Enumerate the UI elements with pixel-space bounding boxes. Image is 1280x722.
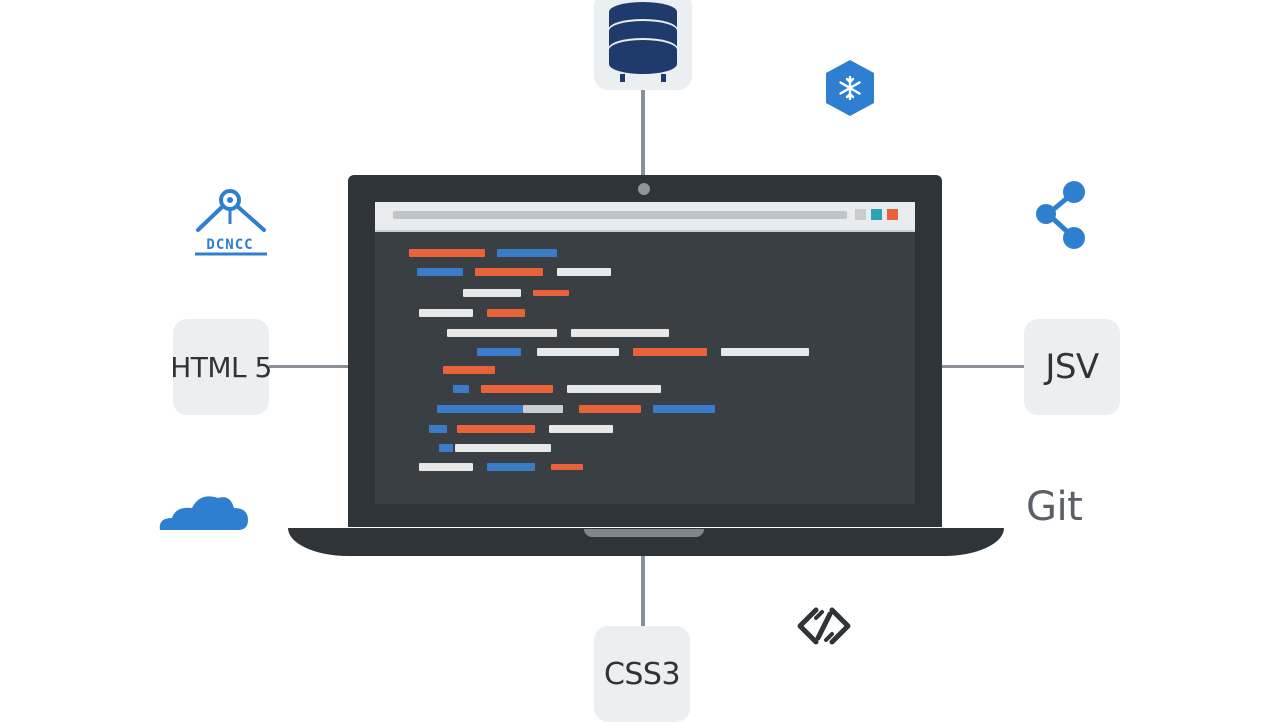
code-line [437,405,523,413]
code-line [567,385,661,393]
connector-left [268,365,348,368]
code-line [557,268,611,276]
webcam [638,183,650,195]
html5-label: HTML 5 [170,350,272,384]
code-line [721,348,809,356]
browser-button-teal [871,209,882,220]
cloud-icon [159,496,248,530]
connector-right [942,365,1024,368]
code-line [549,425,613,433]
database-tile [594,0,692,90]
code-line [533,290,569,296]
code-line [653,405,715,413]
code-line [537,348,619,356]
code-line [633,348,707,356]
database-icon [609,2,677,82]
code-line [419,309,473,317]
css3-tile: CSS3 [594,626,690,722]
share-icon [1036,181,1085,249]
code-line [409,249,485,257]
browser-button-orange [887,209,898,220]
link-icon [797,607,851,645]
network-hub-icon: DCNCC [195,189,267,256]
code-line [463,289,521,297]
jsv-label: JSV [1045,347,1099,387]
code-line [477,348,521,356]
code-line [443,366,495,374]
css3-label: CSS3 [603,656,681,692]
code-line [429,425,447,433]
connector-bottom [641,556,645,626]
connector-top [641,90,645,176]
code-line [457,425,535,433]
browser-button-gray [855,209,866,220]
code-line [481,385,553,393]
snowflake-hexagon-icon [826,60,874,116]
code-line [523,405,563,413]
network-hub-caption: DCNCC [206,237,253,253]
code-line [487,463,535,471]
code-line [475,268,543,276]
code-line [439,444,453,452]
html5-tile: HTML 5 [170,319,272,415]
code-line [447,329,557,337]
git-label: Git [1026,484,1083,530]
code-line [487,309,525,317]
code-line [453,385,469,393]
code-line [419,463,473,471]
jsv-tile: JSV [1024,319,1120,415]
address-bar [393,211,847,219]
code-line [571,329,669,337]
code-line [579,405,641,413]
code-line [417,268,463,276]
code-line [497,249,557,257]
code-line [551,464,583,470]
code-line [455,444,551,452]
laptop-notch [584,529,704,537]
